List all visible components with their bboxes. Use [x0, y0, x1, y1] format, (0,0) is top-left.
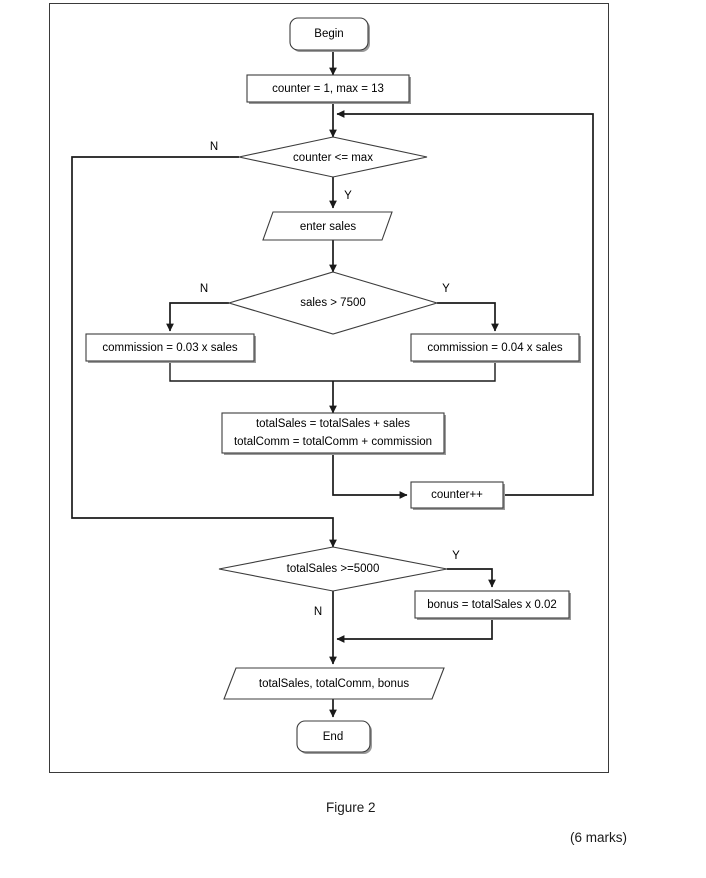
edge-loopcheck-no-to-bonuscheck	[71, 156, 337, 548]
node-bonus-calc[interactable]: bonus = totalSales x 0.02	[414, 590, 571, 620]
node-bonus-check[interactable]: totalSales >=5000	[218, 546, 448, 592]
node-sales-check-label: sales > 7500	[300, 297, 366, 309]
edge-bonuscheck-yes-to-bonuscalc	[447, 568, 496, 588]
edge-salescheck-yes-to-commhigh	[437, 302, 499, 332]
node-end-label: End	[323, 731, 343, 743]
edge-totals-to-counterinc	[332, 455, 408, 499]
branch-label-loopcheck-yes: Y	[344, 190, 352, 202]
node-totals-label-line2: totalComm = totalComm + commission	[234, 436, 432, 448]
node-loop-check-label: counter <= max	[293, 152, 373, 164]
node-output[interactable]: totalSales, totalComm, bonus	[223, 667, 445, 700]
node-totals-label-line1: totalSales = totalSales + sales	[256, 418, 410, 430]
figure-caption: Figure 2	[326, 800, 376, 815]
node-sales-check[interactable]: sales > 7500	[227, 271, 439, 335]
branch-label-bonuscheck-no: N	[314, 606, 322, 618]
edge-salescheck-no-to-commlow	[166, 302, 229, 332]
edge-bonuscalc-to-spine	[336, 619, 493, 643]
node-bonus-check-label: totalSales >=5000	[287, 563, 380, 575]
node-commission-low-label: commission = 0.03 x sales	[102, 342, 237, 354]
node-bonus-calc-label: bonus = totalSales x 0.02	[427, 599, 556, 611]
marks-caption: (6 marks)	[570, 830, 627, 845]
node-commission-high[interactable]: commission = 0.04 x sales	[410, 333, 581, 363]
node-totals[interactable]: totalSales = totalSales + sales totalCom…	[221, 412, 446, 455]
node-begin-label: Begin	[314, 28, 343, 40]
node-commission-low[interactable]: commission = 0.03 x sales	[85, 333, 256, 363]
node-init-label: counter = 1, max = 13	[272, 83, 384, 95]
node-begin[interactable]: Begin	[289, 17, 370, 52]
connector-layer	[71, 49, 594, 718]
node-enter-sales[interactable]: enter sales	[262, 211, 393, 241]
edge-commhigh-to-merge	[333, 361, 496, 382]
branch-label-bonuscheck-yes: Y	[452, 550, 460, 562]
edge-counterinc-loopback	[336, 110, 594, 496]
branch-label-salescheck-yes: Y	[442, 283, 450, 295]
node-commission-high-label: commission = 0.04 x sales	[427, 342, 562, 354]
branch-label-loopcheck-no: N	[210, 141, 218, 153]
branch-label-salescheck-no: N	[200, 283, 208, 295]
node-end[interactable]: End	[296, 720, 372, 754]
node-loop-check[interactable]: counter <= max	[238, 136, 428, 178]
node-counter-increment[interactable]: counter++	[410, 481, 505, 510]
node-counter-increment-label: counter++	[431, 489, 483, 501]
node-output-label: totalSales, totalComm, bonus	[259, 678, 409, 690]
node-init[interactable]: counter = 1, max = 13	[246, 74, 411, 104]
node-enter-sales-label: enter sales	[300, 221, 357, 233]
edge-commlow-to-merge	[169, 361, 333, 382]
figure-border	[49, 3, 609, 773]
